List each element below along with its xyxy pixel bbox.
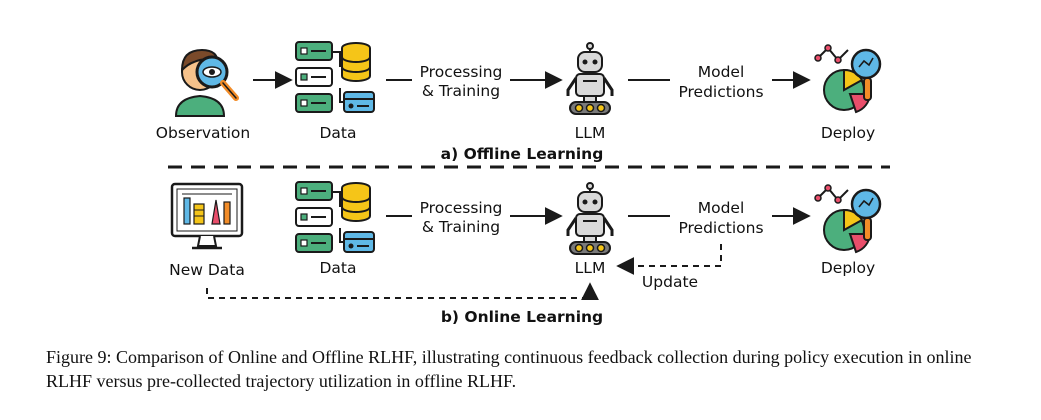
new-data-feedback-arrow <box>206 282 599 301</box>
llm-label-online: LLM <box>575 259 606 277</box>
predictions-label-line2: Predictions <box>678 83 763 101</box>
deploy-label: Deploy <box>821 124 875 142</box>
processing-label-online-line1: Processing <box>420 199 503 217</box>
deploy-icon <box>813 43 882 114</box>
observation-label: Observation <box>156 124 250 142</box>
processing-label-online-line2: & Training <box>422 218 500 236</box>
new-data-label: New Data <box>169 261 245 279</box>
data-label-online: Data <box>319 259 356 277</box>
llm-robot-icon <box>566 41 614 116</box>
llm-label: LLM <box>575 124 606 142</box>
processing-label-line1: Processing <box>420 63 503 81</box>
predictions-label-online-line2: Predictions <box>678 219 763 237</box>
data-icon <box>295 41 375 113</box>
data-icon-online <box>295 181 375 253</box>
update-label: Update <box>642 273 698 291</box>
offline-learning-title: a) Offline Learning <box>441 145 604 163</box>
update-arrow <box>616 244 722 275</box>
deploy-icon-online <box>813 183 882 254</box>
processing-label-line2: & Training <box>422 82 500 100</box>
predictions-label-online-line1: Model <box>698 199 745 217</box>
deploy-label-online: Deploy <box>821 259 875 277</box>
online-learning-title: b) Online Learning <box>441 308 603 326</box>
observation-icon <box>174 48 239 117</box>
new-data-monitor-icon <box>170 182 244 250</box>
predictions-label-line1: Model <box>698 63 745 81</box>
llm-robot-icon-online <box>566 181 614 256</box>
figure-caption: Figure 9: Comparison of Online and Offli… <box>46 347 972 391</box>
data-label: Data <box>319 124 356 142</box>
rlhf-diagram: Observation Data Processing & Training L… <box>156 41 890 326</box>
